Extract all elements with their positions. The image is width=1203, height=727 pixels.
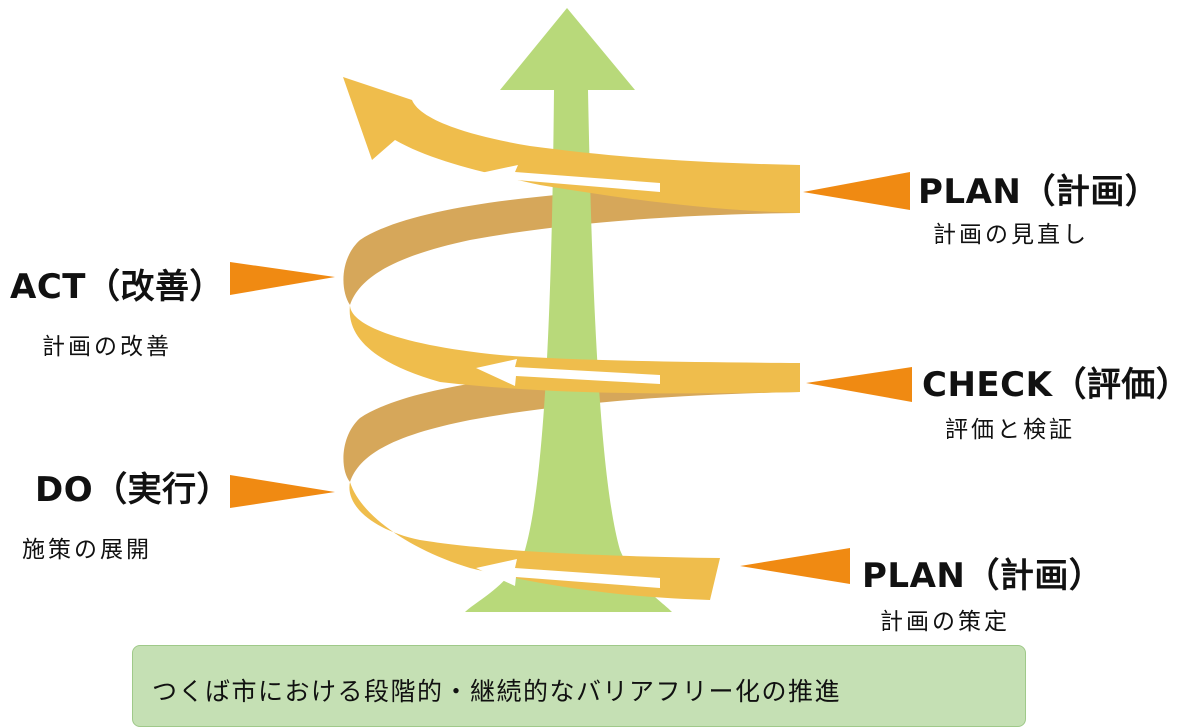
act-desc: 計画の改善 [42,334,172,360]
pointer-do [230,475,335,508]
spiral-front-middle [349,305,800,394]
white-arrow-middle [476,359,660,386]
white-arrow-top [476,165,660,192]
pointer-check [806,367,912,402]
plan-bottom-desc: 計画の策定 [880,609,1010,635]
spiral-back-loop-upper [343,185,800,305]
central-growth-arrow [465,8,672,612]
caption-text: つくば市における段階的・継続的なバリアフリー化の推進 [152,677,842,706]
spiral-front-bottom [349,482,720,600]
do-desc: 施策の展開 [22,537,152,563]
pointer-plan-bottom [740,548,850,584]
plan-top-title: PLAN（計画） [918,172,1160,212]
pointer-act [230,262,335,295]
plan-bottom-title: PLAN（計画） [862,556,1104,596]
pointer-plan-top [803,172,910,210]
spiral-front-top [343,77,800,213]
act-title: ACT（改善） [10,267,224,307]
plan-top-desc: 計画の見直し [933,222,1089,248]
check-title: CHECK（評価） [922,365,1191,405]
check-desc: 評価と検証 [945,417,1075,443]
white-arrow-bottom [476,559,660,588]
do-title: DO（実行） [35,470,232,510]
